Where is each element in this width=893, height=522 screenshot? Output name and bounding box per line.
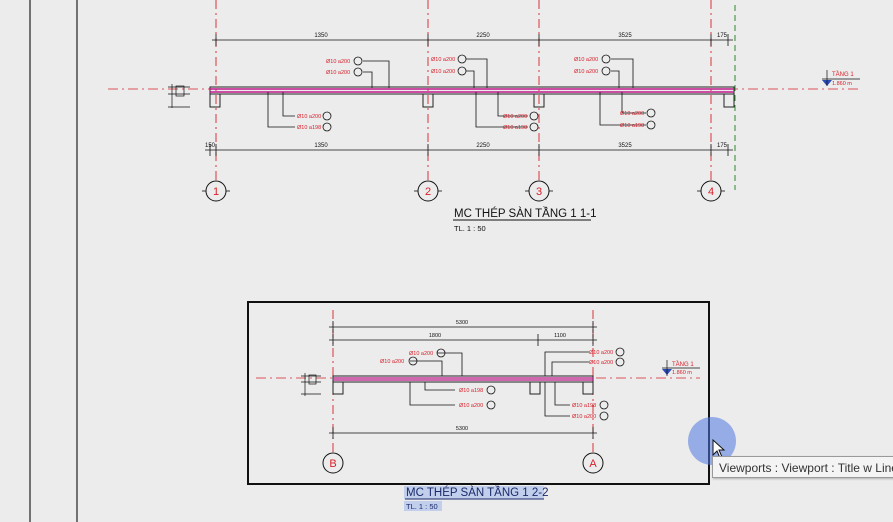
thickness-dim: [301, 373, 321, 396]
rebar-label: Ø10 a200: [589, 360, 613, 366]
rebar-labels: Ø10 a200 Ø10 a200 Ø10 a200 Ø10 a200 Ø10 …: [380, 350, 613, 420]
dim-text: 5300: [456, 426, 468, 432]
hover-tooltip: Viewports : Viewport : Title w Line: [712, 456, 893, 478]
scale-selection-highlight: [404, 501, 442, 511]
section-view-1-1[interactable]: 1350 2250 3525 175: [108, 0, 860, 233]
level-value: 1.860 m: [832, 81, 852, 87]
rebar-label: Ø10 a198: [620, 123, 644, 129]
dimension-bottom: [329, 427, 597, 439]
grid-bubble-4[interactable]: 4: [700, 180, 722, 202]
rebar-label: Ø10 a200: [431, 57, 455, 63]
rebar-labels: Ø10 a200 Ø10 a200 Ø10 a200 Ø10 a200 Ø10 …: [297, 57, 644, 131]
rebar-label: Ø10 a200: [574, 57, 598, 63]
svg-text:1: 1: [213, 186, 219, 198]
rebar-label: Ø10 a200: [503, 114, 527, 120]
dim-text: 3525: [618, 33, 632, 39]
viewport-frame[interactable]: [247, 301, 710, 485]
level-name: TẦNG 1: [672, 361, 694, 368]
rebar-label: Ø10 a200: [620, 111, 644, 117]
rebar-label: Ø10 a200: [574, 69, 598, 75]
view-scale: TL. 1 : 50: [454, 224, 486, 233]
grid-bubble-b[interactable]: B: [322, 452, 344, 474]
thickness-dim: [168, 84, 190, 108]
grid-bubble-2[interactable]: 2: [417, 180, 439, 202]
dim-text: 1350: [314, 143, 328, 149]
rebar-label: Ø10 a200: [380, 359, 404, 365]
dim-text: 1800: [429, 333, 441, 339]
rebar-label: Ø10 a200: [589, 350, 613, 356]
slab-section: [209, 86, 735, 108]
grid-lines: [215, 0, 712, 180]
dim-text: 2250: [476, 143, 490, 149]
rebar-label: Ø10 a200: [572, 414, 596, 420]
dimension-bottom: [205, 144, 733, 156]
title-selection-highlight: [404, 486, 544, 499]
svg-text:A: A: [589, 458, 597, 470]
level-name: TẦNG 1: [832, 71, 854, 78]
dim-text: 5300: [456, 320, 468, 326]
view-title: MC THÉP SÀN TẦNG 1 1-1: [454, 207, 597, 220]
rebar-label: Ø10 a198: [459, 388, 483, 394]
dim-text: 1350: [314, 33, 328, 39]
dim-text: 175: [717, 33, 728, 39]
level-marker[interactable]: TẦNG 1 1.860 m: [822, 70, 860, 87]
rebar-label: Ø10 a200: [297, 114, 321, 120]
grid-bubble-3[interactable]: 3: [528, 180, 550, 202]
view-title-1[interactable]: MC THÉP SÀN TẦNG 1 1-1 TL. 1 : 50: [453, 207, 597, 233]
view-title-2[interactable]: MC THÉP SÀN TẦNG 1 2-2 TL. 1 : 50: [404, 486, 549, 511]
dim-text: 175: [717, 143, 728, 149]
rebar-label: Ø10 a200: [326, 70, 350, 76]
rebar-leaders: [409, 351, 589, 417]
svg-text:4: 4: [708, 186, 714, 198]
rebar-label: Ø10 a198: [503, 125, 527, 131]
rebar-tag-circles: [322, 54, 656, 132]
svg-text:3: 3: [536, 186, 542, 198]
rebar-tag-circles: [408, 347, 625, 421]
dim-text: 150: [205, 143, 216, 149]
level-value: 1.860 m: [672, 370, 692, 376]
dim-text: 2250: [476, 33, 490, 39]
slab-section: [332, 375, 594, 395]
rebar-label: Ø10 a198: [297, 125, 321, 131]
level-marker[interactable]: TẦNG 1 1.860 m: [662, 360, 700, 376]
rebar-leaders: [267, 58, 646, 128]
grid-bubble-1[interactable]: 1: [205, 180, 227, 202]
dimension-top: [212, 34, 733, 46]
rebar-label: Ø10 a200: [326, 59, 350, 65]
grid-bubble-a[interactable]: A: [582, 452, 604, 474]
rebar-label: Ø10 a200: [431, 69, 455, 75]
rebar-label: Ø10 a200: [459, 403, 483, 409]
dim-text: 3525: [618, 143, 632, 149]
view-title: MC THÉP SÀN TẦNG 1 2-2: [406, 486, 549, 499]
svg-text:B: B: [329, 458, 336, 470]
svg-text:2: 2: [425, 186, 431, 198]
rebar-label: Ø10 a200: [409, 351, 433, 357]
rebar-label: Ø10 a198: [572, 403, 596, 409]
dimension-top: [329, 321, 597, 346]
view-scale: TL. 1 : 50: [406, 502, 438, 511]
section-view-2-2[interactable]: 5300 1800 1100: [247, 301, 710, 511]
dim-text: 1100: [554, 333, 566, 339]
